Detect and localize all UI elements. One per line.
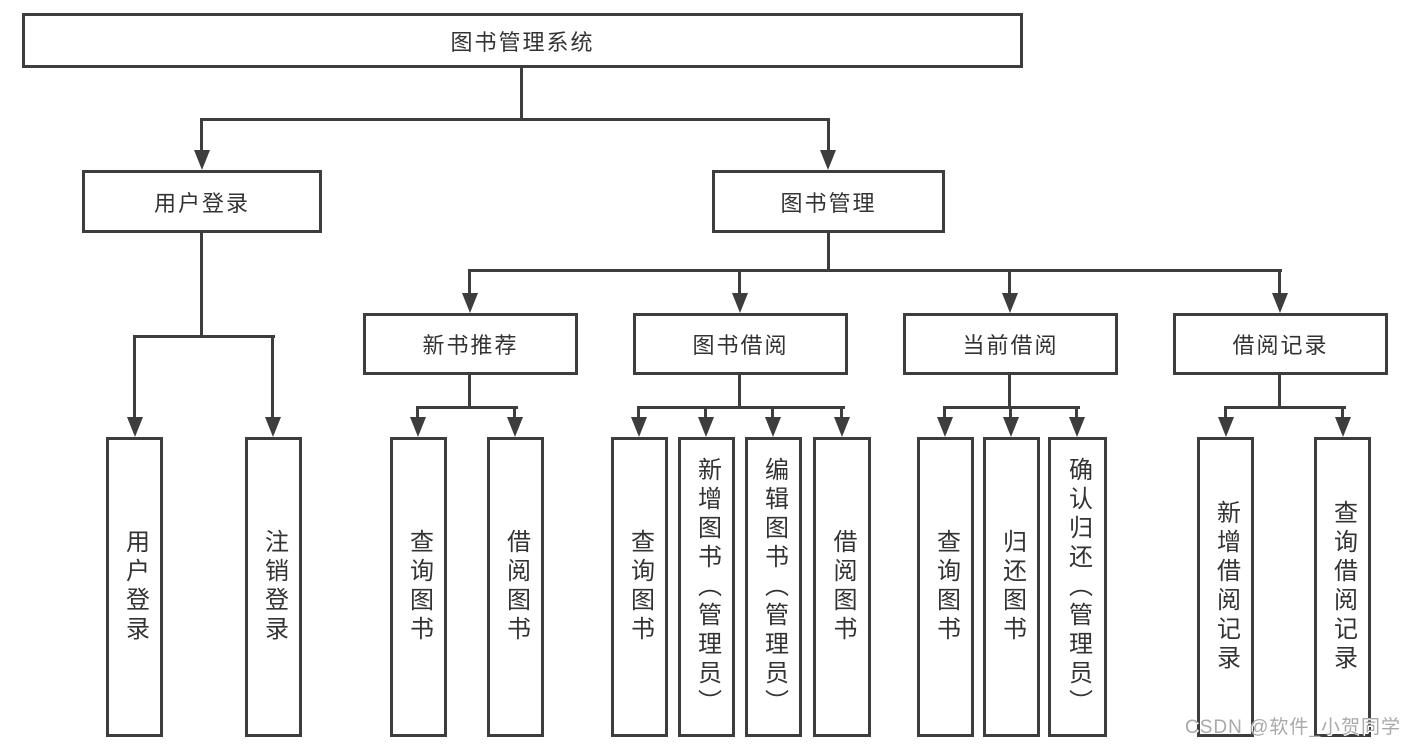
arrow-into-leaf-7 xyxy=(765,417,781,437)
leaf-query-books-current-label: 查询图书 xyxy=(932,529,960,645)
leaf-query-books-recommend: 查询图书 xyxy=(390,437,447,737)
node-book-borrow-label: 图书借阅 xyxy=(692,333,789,358)
leaf-user-login-label: 用户登录 xyxy=(121,529,149,645)
arrow-into-leaf-6 xyxy=(698,417,714,437)
connector-book-borrow-bar xyxy=(637,406,845,409)
node-book-management-label: 图书管理 xyxy=(780,190,877,216)
csdn-watermark: CSDN @软件_小贺同学 xyxy=(1185,717,1401,738)
connector-stub-leaf-10 xyxy=(1009,406,1012,421)
arrow-into-leaf-4 xyxy=(507,417,523,437)
connector-stub-leaf-11 xyxy=(1075,406,1078,421)
connector-stub-leaf-5 xyxy=(637,406,640,421)
leaf-query-borrow-record: 查询借阅记录 xyxy=(1314,437,1371,737)
connector-stub-leaf-logout xyxy=(271,335,274,421)
leaf-query-books-borrow-label: 查询图书 xyxy=(626,529,654,645)
node-borrow-records: 借阅记录 xyxy=(1173,313,1388,375)
connector-stub-leaf-4 xyxy=(513,406,516,421)
arrow-into-leaf-3 xyxy=(410,417,426,437)
leaf-query-borrow-record-label: 查询借阅记录 xyxy=(1329,500,1357,674)
arrow-into-leaf-10 xyxy=(1003,417,1019,437)
connector-stub-leaf-user-login xyxy=(133,335,136,421)
leaf-add-books-admin-label: 新增图书（管理员） xyxy=(693,456,721,718)
connector-stub-current-borrow xyxy=(1008,269,1011,297)
connector-stub-leaf-8 xyxy=(840,406,843,421)
connector-stub-leaf-9 xyxy=(943,406,946,421)
leaf-return-books-label: 归还图书 xyxy=(998,529,1026,645)
leaf-confirm-return-admin: 确认归还（管理员） xyxy=(1048,437,1107,737)
leaf-borrow-books-label: 借阅图书 xyxy=(829,529,856,645)
node-current-borrow: 当前借阅 xyxy=(903,313,1118,375)
leaf-return-books: 归还图书 xyxy=(983,437,1040,737)
leaf-borrow-books-recommend: 借阅图书 xyxy=(487,437,544,737)
leaf-borrow-books-recommend-label: 借阅图书 xyxy=(502,529,530,645)
connector-book-borrow-stem xyxy=(738,375,741,409)
arrow-into-user-login xyxy=(194,150,210,170)
arrow-into-book-management xyxy=(820,150,836,170)
connector-new-book-bar xyxy=(416,406,518,409)
node-user-login: 用户登录 xyxy=(82,170,322,233)
connector-book-management-stem xyxy=(827,233,830,272)
leaf-query-books-recommend-label: 查询图书 xyxy=(405,529,433,645)
arrow-into-leaf-13 xyxy=(1335,417,1351,437)
node-user-login-label: 用户登录 xyxy=(153,190,250,216)
connector-user-login-bar xyxy=(133,335,275,338)
leaf-add-borrow-record-label: 新增借阅记录 xyxy=(1212,500,1240,674)
node-root: 图书管理系统 xyxy=(22,13,1023,68)
connector-book-management-bar xyxy=(468,269,1282,272)
leaf-query-books-current: 查询图书 xyxy=(917,437,974,737)
connector-stub-leaf-13 xyxy=(1341,406,1344,421)
node-new-book-recommend-label: 新书推荐 xyxy=(422,333,519,358)
arrow-into-leaf-9 xyxy=(937,417,953,437)
node-current-borrow-label: 当前借阅 xyxy=(962,333,1059,358)
arrow-into-leaf-user-login xyxy=(127,417,143,437)
leaf-confirm-return-admin-label: 确认归还（管理员） xyxy=(1064,456,1092,718)
connector-stub-user-login xyxy=(200,118,203,154)
connector-new-book-stem xyxy=(468,375,471,409)
leaf-edit-books-admin: 编辑图书（管理员） xyxy=(745,437,802,737)
leaf-borrow-books: 借阅图书 xyxy=(813,437,871,737)
connector-stub-leaf-12 xyxy=(1224,406,1227,421)
arrow-into-leaf-12 xyxy=(1218,417,1234,437)
connector-stub-leaf-7 xyxy=(771,406,774,421)
arrow-into-leaf-8 xyxy=(834,417,850,437)
node-new-book-recommend: 新书推荐 xyxy=(363,313,578,375)
arrow-into-leaf-5 xyxy=(631,417,647,437)
node-book-management: 图书管理 xyxy=(712,170,945,233)
leaf-add-books-admin: 新增图书（管理员） xyxy=(678,437,735,737)
connector-stub-leaf-6 xyxy=(704,406,707,421)
arrow-into-borrow-records xyxy=(1272,293,1288,313)
connector-root-bar xyxy=(200,118,830,121)
connector-borrow-records-bar xyxy=(1224,406,1346,409)
node-root-label: 图书管理系统 xyxy=(450,29,595,55)
connector-stub-borrow-records xyxy=(1278,269,1281,297)
connector-stub-book-management xyxy=(827,118,830,154)
connector-borrow-records-stem xyxy=(1278,375,1281,409)
leaf-logout-label: 注销登录 xyxy=(260,529,288,645)
arrow-into-leaf-11 xyxy=(1069,417,1085,437)
connector-stub-new-book xyxy=(468,269,471,297)
arrow-into-current-borrow xyxy=(1002,293,1018,313)
connector-stub-leaf-3 xyxy=(416,406,419,421)
leaf-query-books-borrow: 查询图书 xyxy=(611,437,668,737)
node-book-borrow: 图书借阅 xyxy=(633,313,848,375)
leaf-logout: 注销登录 xyxy=(245,437,302,737)
leaf-add-borrow-record: 新增借阅记录 xyxy=(1197,437,1254,737)
node-borrow-records-label: 借阅记录 xyxy=(1232,333,1329,358)
leaf-user-login: 用户登录 xyxy=(106,437,163,737)
arrow-into-leaf-logout xyxy=(265,417,281,437)
connector-current-borrow-stem xyxy=(1008,375,1011,409)
arrow-into-book-borrow xyxy=(732,293,748,313)
leaf-edit-books-admin-label: 编辑图书（管理员） xyxy=(760,456,788,718)
connector-root-stem xyxy=(520,68,523,118)
arrow-into-new-book xyxy=(462,293,478,313)
connector-stub-book-borrow xyxy=(738,269,741,297)
connector-user-login-stem xyxy=(200,233,203,335)
